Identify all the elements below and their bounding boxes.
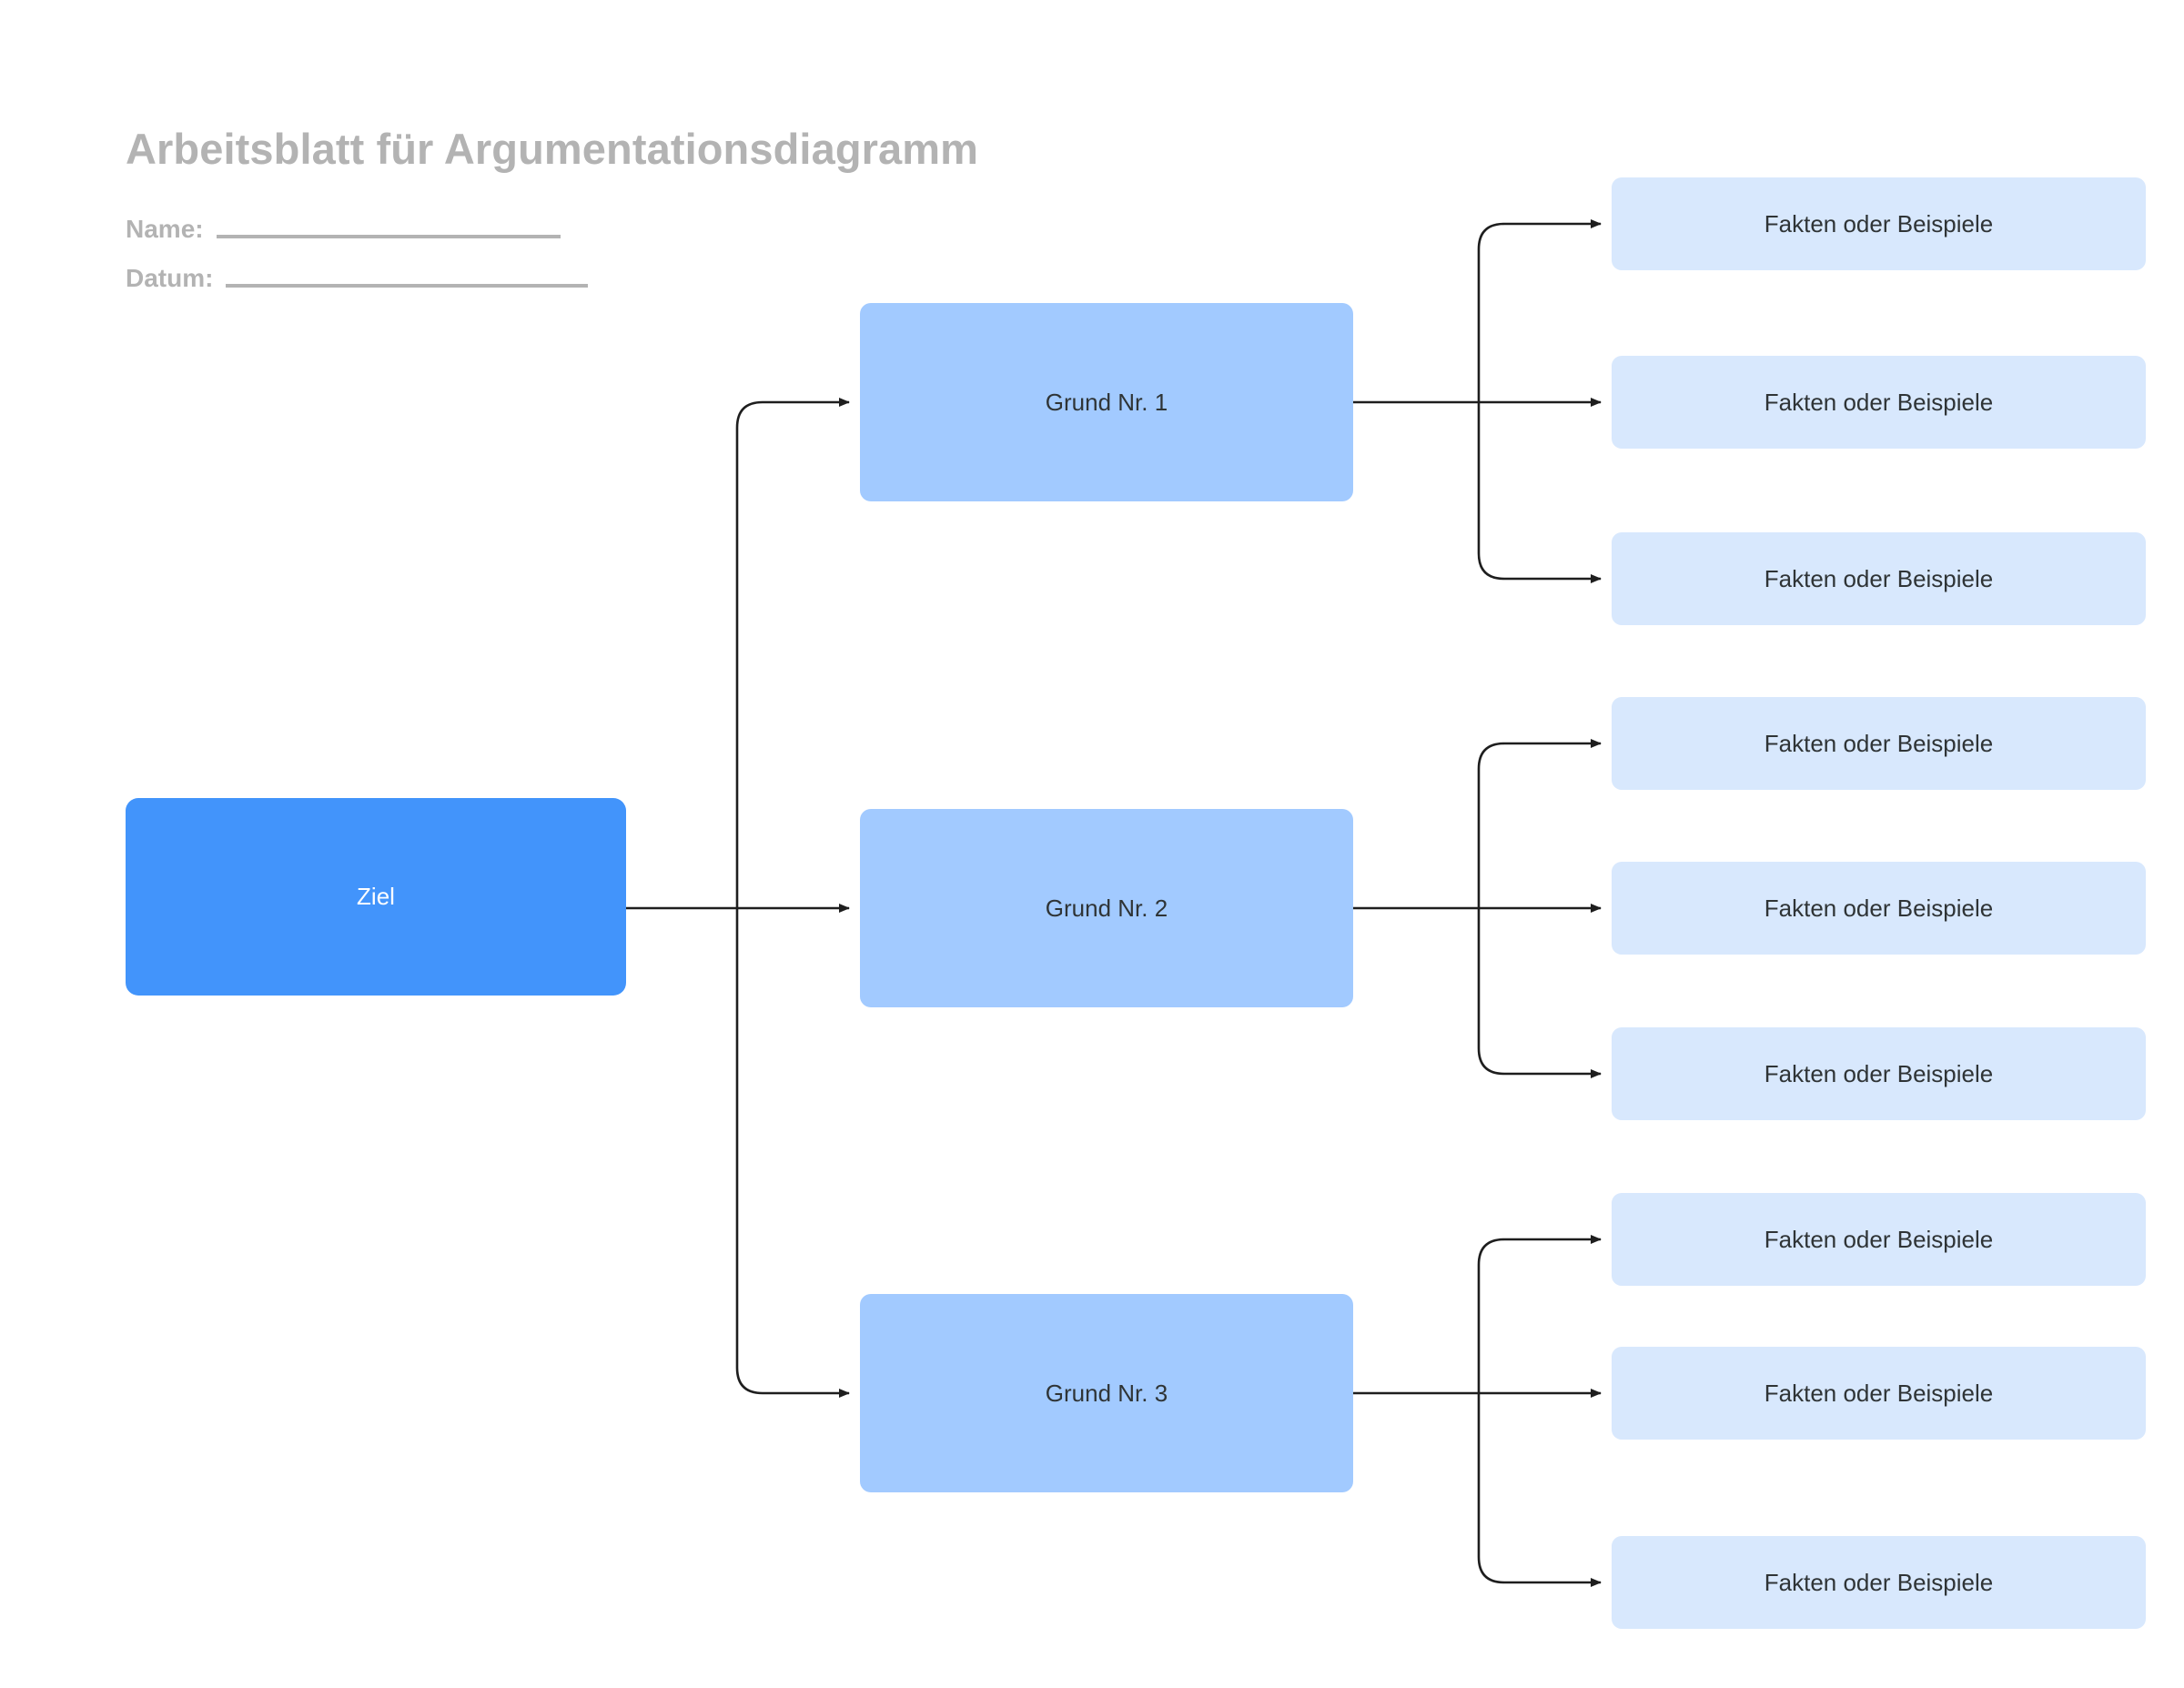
edge-reason-2-to-fact-3 xyxy=(1477,908,1602,1078)
fact-node-2-3-label: Fakten oder Beispiele xyxy=(1764,1059,1994,1087)
fact-node-1-1-label: Fakten oder Beispiele xyxy=(1764,209,1994,238)
goal-node-label: Ziel xyxy=(357,883,395,911)
fact-node-2-1[interactable]: Fakten oder Beispiele xyxy=(1612,697,2146,790)
edge-goal-to-reason-3 xyxy=(735,908,850,1398)
fact-node-3-2-label: Fakten oder Beispiele xyxy=(1764,1379,1994,1407)
reason-node-3[interactable]: Grund Nr. 3 xyxy=(860,1294,1353,1492)
fact-node-1-3-label: Fakten oder Beispiele xyxy=(1764,564,1994,592)
fact-node-1-2[interactable]: Fakten oder Beispiele xyxy=(1612,356,2146,449)
reason-node-1[interactable]: Grund Nr. 1 xyxy=(860,303,1353,501)
edge-reason-2-to-fact-1 xyxy=(1477,739,1602,908)
name-field-label: Name: xyxy=(126,214,204,243)
fact-node-3-3[interactable]: Fakten oder Beispiele xyxy=(1612,1536,2146,1629)
edge-reason-3-to-fact-3 xyxy=(1477,1393,1602,1587)
fact-node-2-3[interactable]: Fakten oder Beispiele xyxy=(1612,1027,2146,1120)
reason-node-1-label: Grund Nr. 1 xyxy=(1045,388,1168,416)
edge-reason-3-to-fact-1 xyxy=(1477,1235,1602,1393)
fact-node-2-2-label: Fakten oder Beispiele xyxy=(1764,894,1994,922)
name-field-input[interactable] xyxy=(216,234,561,238)
date-field-row: Datum: xyxy=(126,263,1218,292)
fact-node-3-1-label: Fakten oder Beispiele xyxy=(1764,1225,1994,1253)
fact-node-3-3-label: Fakten oder Beispiele xyxy=(1764,1568,1994,1596)
fact-node-3-2[interactable]: Fakten oder Beispiele xyxy=(1612,1347,2146,1440)
fact-node-1-2-label: Fakten oder Beispiele xyxy=(1764,388,1994,416)
fact-node-2-1-label: Fakten oder Beispiele xyxy=(1764,729,1994,757)
date-field-input[interactable] xyxy=(226,283,589,288)
edge-goal-to-reason-1 xyxy=(735,398,850,908)
fact-node-1-1[interactable]: Fakten oder Beispiele xyxy=(1612,177,2146,270)
date-field-label: Datum: xyxy=(126,263,214,292)
fact-node-2-2[interactable]: Fakten oder Beispiele xyxy=(1612,862,2146,955)
fact-node-1-3[interactable]: Fakten oder Beispiele xyxy=(1612,532,2146,625)
page-title: Arbeitsblatt für Argumentationsdiagramm xyxy=(126,125,979,173)
reason-node-2[interactable]: Grund Nr. 2 xyxy=(860,809,1353,1007)
goal-node[interactable]: Ziel xyxy=(126,798,626,996)
edge-reason-1-to-fact-1 xyxy=(1477,219,1602,402)
worksheet-header: Arbeitsblatt für Argumentationsdiagramm … xyxy=(126,126,1218,291)
fact-node-3-1[interactable]: Fakten oder Beispiele xyxy=(1612,1193,2146,1286)
reason-node-3-label: Grund Nr. 3 xyxy=(1045,1379,1168,1407)
name-field-row: Name: xyxy=(126,214,1218,243)
edge-reason-1-to-fact-3 xyxy=(1477,402,1602,583)
reason-node-2-label: Grund Nr. 2 xyxy=(1045,894,1168,922)
